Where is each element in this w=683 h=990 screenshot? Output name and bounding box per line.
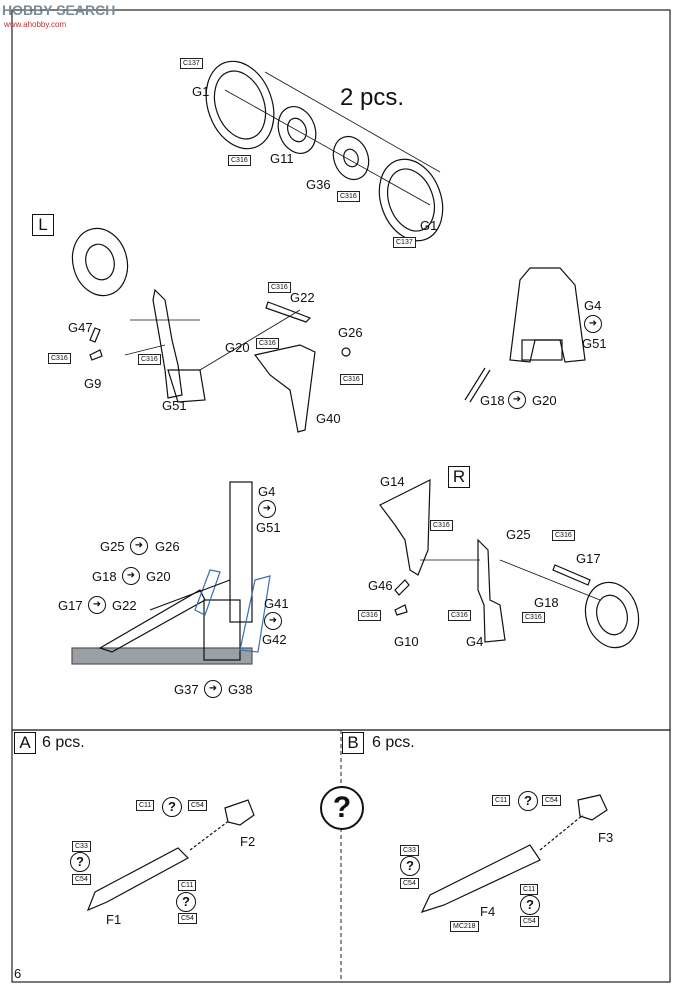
color-code-box: C316 (48, 353, 71, 364)
part-label: F3 (598, 830, 614, 845)
assembly-arrow-icon: ➜ (88, 596, 106, 614)
part-label: G18 (480, 393, 505, 408)
color-code-box: C54 (542, 795, 561, 806)
assembly-arrow-icon: ➜ (130, 537, 148, 555)
part-label: G11 (270, 151, 294, 166)
watermark-url: www.ahobby.com (4, 20, 67, 29)
color-code-box: C316 (268, 282, 291, 293)
color-code-box: C11 (520, 884, 539, 895)
color-code-box: C54 (520, 916, 539, 927)
part-label: G26 (155, 539, 180, 554)
part-label: G47 (68, 320, 93, 335)
section-marker-a: A (14, 732, 36, 754)
part-label: G17 (576, 551, 601, 566)
color-code-box: C316 (522, 612, 545, 623)
unknown-color-icon: ? (70, 852, 90, 872)
color-code-box: C11 (136, 800, 155, 811)
section-quantity: 6 pcs. (42, 734, 85, 751)
color-code-box: C316 (228, 155, 251, 166)
part-label: G51 (256, 520, 281, 535)
part-label: G14 (380, 474, 405, 489)
color-code-box: C11 (492, 795, 511, 806)
part-label: G51 (162, 398, 187, 413)
color-code-box: C316 (448, 610, 471, 621)
part-label: G18 (92, 569, 117, 584)
part-label: F1 (106, 912, 122, 927)
part-label: G10 (394, 634, 419, 649)
assembly-arrow-icon: ➜ (122, 567, 140, 585)
assembly-arrow-icon: ➜ (264, 612, 282, 630)
color-code-box: C11 (178, 880, 197, 891)
color-code-box: C316 (430, 520, 453, 531)
color-code-box: C33 (400, 845, 419, 856)
part-label: G4 (584, 298, 602, 313)
part-label: G1 (192, 84, 210, 99)
part-label: G20 (532, 393, 557, 408)
color-code-box: C33 (72, 841, 91, 852)
part-label: G9 (84, 376, 102, 391)
part-label: G1 (420, 218, 438, 233)
part-label: G38 (228, 682, 253, 697)
color-code-box: C316 (552, 530, 575, 541)
section-marker-b: B (342, 732, 364, 754)
part-label: G20 (225, 340, 250, 355)
part-label: F2 (240, 834, 256, 849)
color-code-box: C137 (393, 237, 416, 248)
part-label: G17 (58, 598, 83, 613)
part-label: G18 (534, 595, 559, 610)
part-label: G42 (262, 632, 287, 647)
unknown-color-icon: ? (518, 791, 538, 811)
assembly-arrow-icon: ➜ (584, 315, 602, 333)
assembly-arrow-icon: ➜ (204, 680, 222, 698)
part-label: G41 (264, 596, 289, 611)
part-label: G22 (290, 290, 315, 305)
color-code-box: C316 (138, 354, 161, 365)
color-code-box: C137 (180, 58, 203, 69)
assembly-arrow-icon: ➜ (258, 500, 276, 518)
part-label: G4 (466, 634, 484, 649)
color-code-box: MC218 (450, 921, 479, 932)
page-number: 6 (14, 966, 22, 981)
part-label: G20 (146, 569, 171, 584)
color-code-box: C316 (337, 191, 360, 202)
color-code-box: C316 (256, 338, 279, 349)
unknown-color-icon: ? (162, 797, 182, 817)
unknown-color-icon: ? (176, 892, 196, 912)
part-label: G22 (112, 598, 137, 613)
part-label: G46 (368, 578, 393, 593)
color-code-box: C316 (340, 374, 363, 385)
color-code-box: C54 (72, 874, 91, 885)
part-label: G26 (338, 325, 363, 340)
color-code-box: C54 (178, 913, 197, 924)
wheels-quantity: 2 pcs. (340, 84, 405, 111)
section-marker-r: R (448, 466, 470, 488)
unknown-color-icon: ? (520, 895, 540, 915)
part-label: G51 (582, 336, 607, 351)
watermark-logo: HOBBY SEARCH (2, 2, 116, 18)
part-label: G25 (100, 539, 125, 554)
color-code-box: C54 (400, 878, 419, 889)
color-code-box: C316 (358, 610, 381, 621)
part-label: G40 (316, 411, 341, 426)
part-label: G36 (306, 177, 331, 192)
part-label: G37 (174, 682, 199, 697)
part-label: F4 (480, 904, 496, 919)
section-marker-l: L (32, 214, 54, 236)
assembly-arrow-icon: ➜ (508, 391, 526, 409)
color-code-box: C54 (188, 800, 207, 811)
part-label: G4 (258, 484, 276, 499)
unknown-color-icon: ? (400, 856, 420, 876)
part-label: G25 (506, 527, 531, 542)
unknown-color-icon-large: ? (320, 786, 364, 830)
section-quantity: 6 pcs. (372, 734, 415, 751)
